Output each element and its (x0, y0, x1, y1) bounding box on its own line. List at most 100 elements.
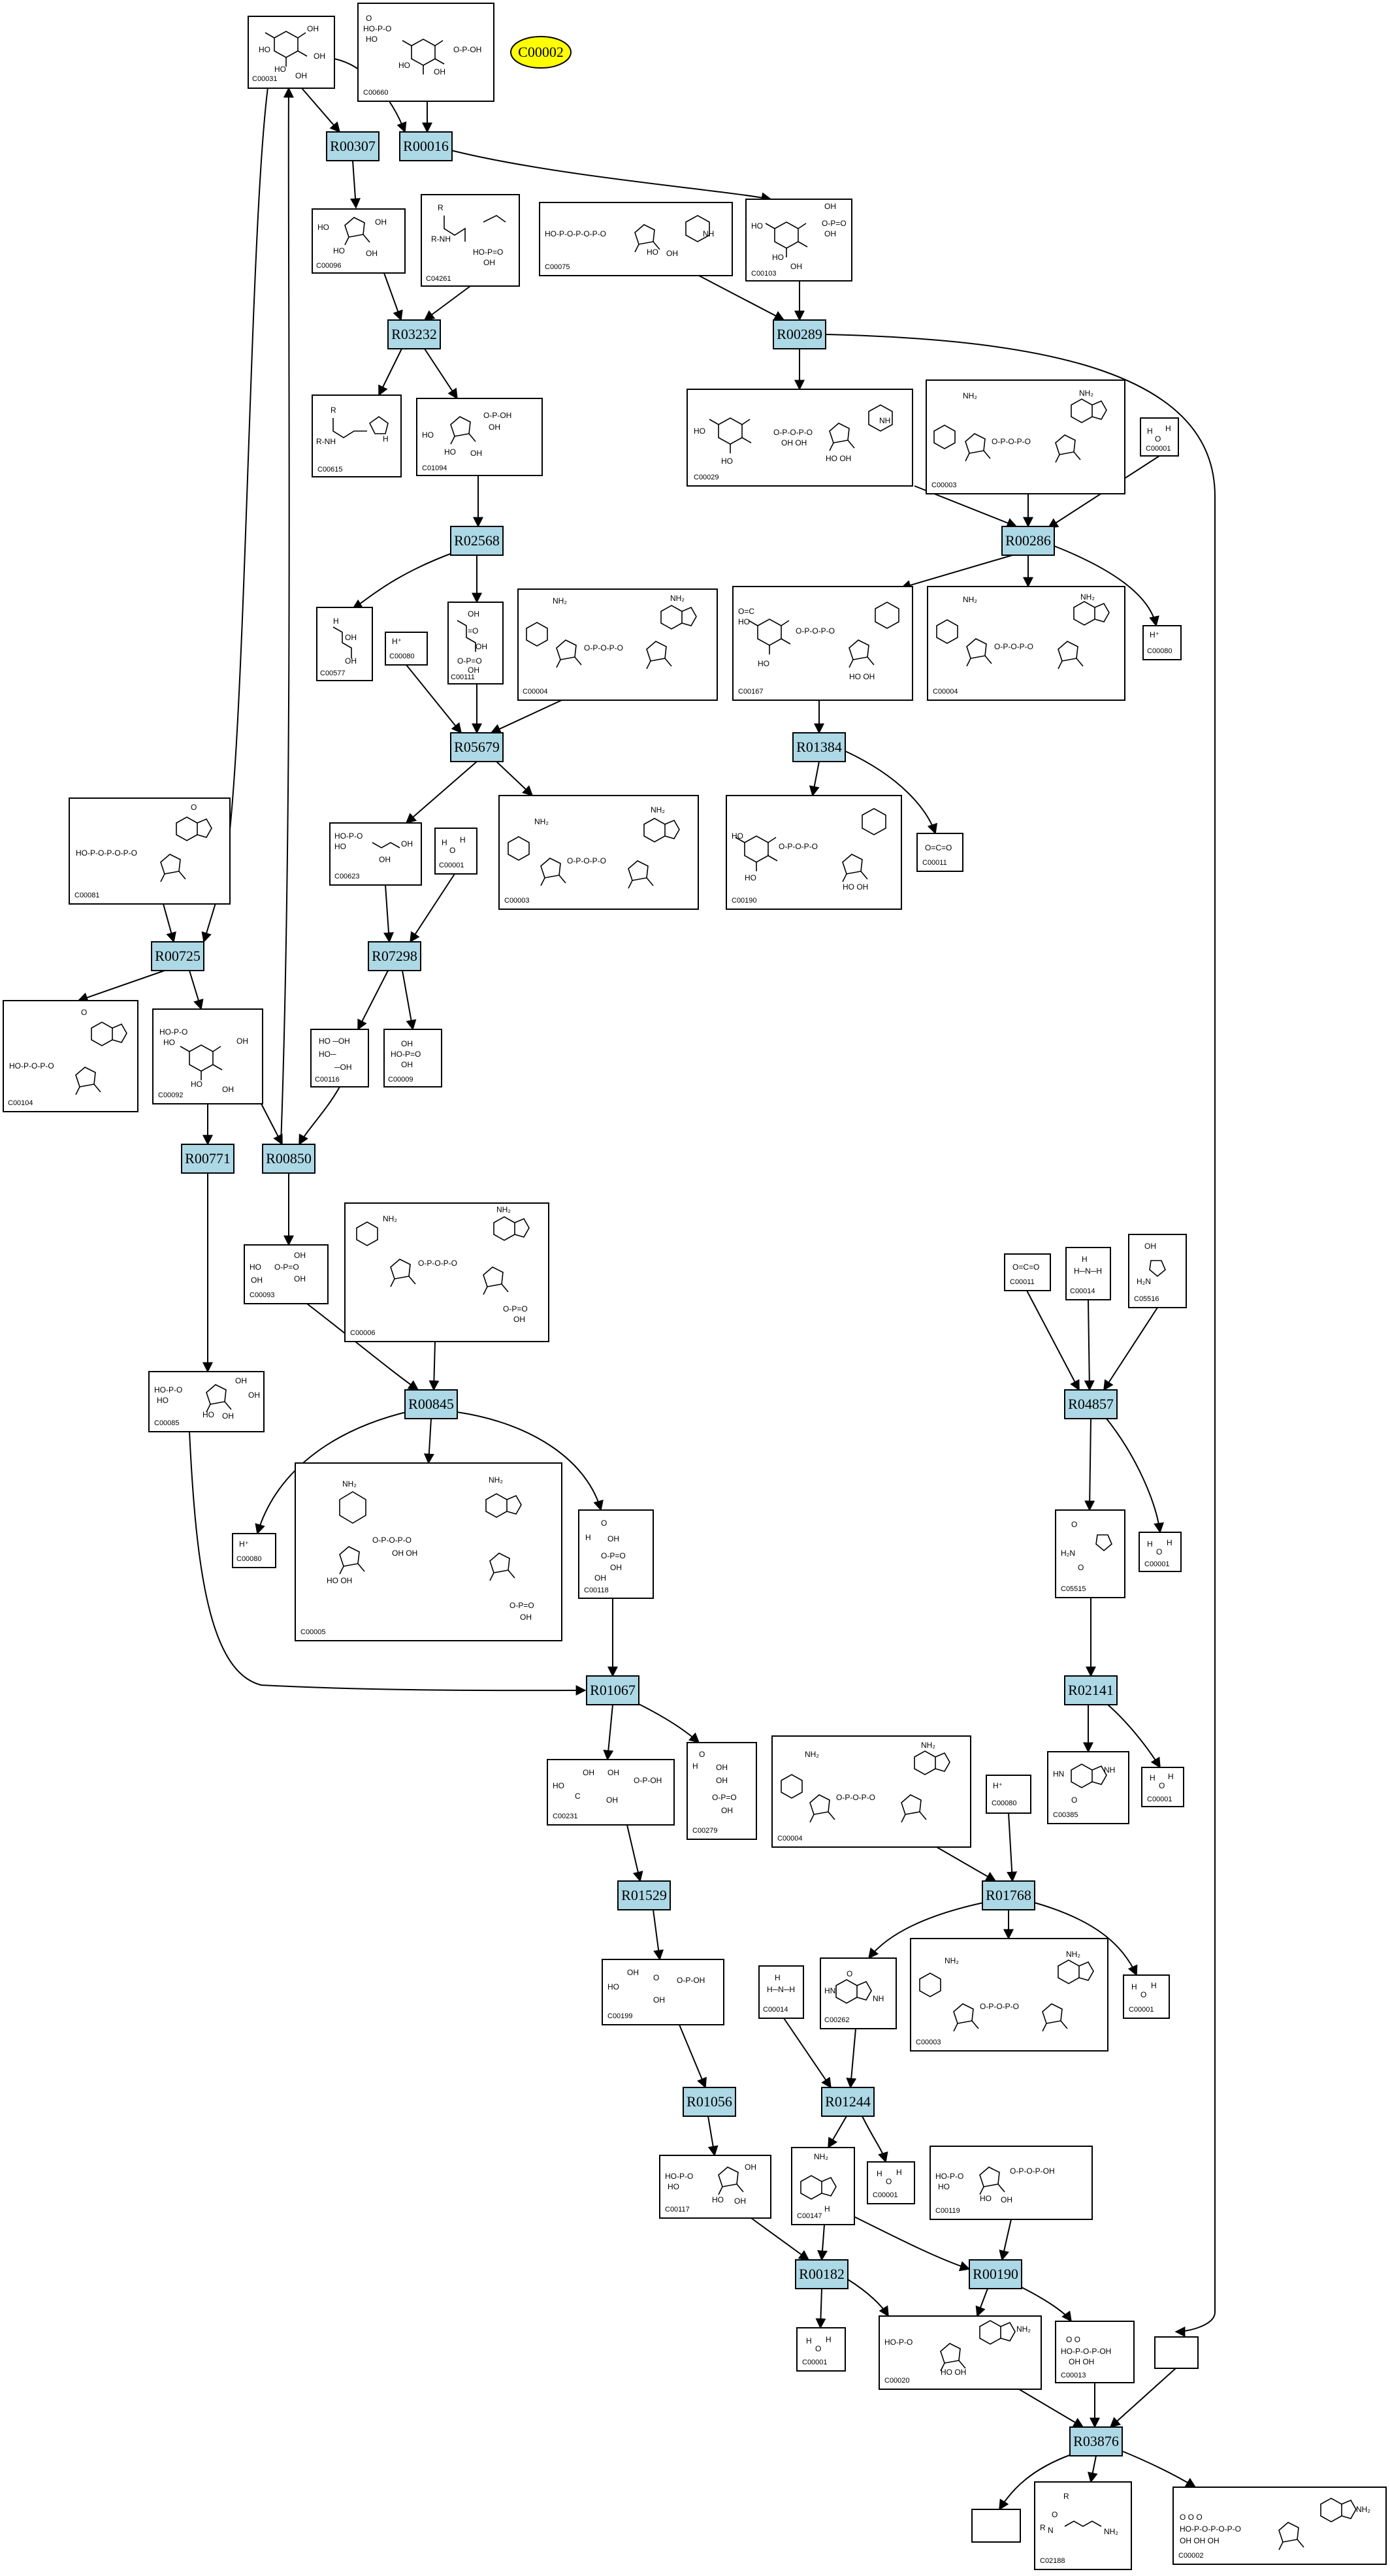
compound-C00001-d[interactable]: HOH C00001 (1141, 1767, 1184, 1807)
reaction-R00182[interactable]: R00182 (795, 2259, 849, 2289)
reaction-R00190[interactable]: R00190 (969, 2259, 1022, 2289)
reaction-R00016[interactable]: R00016 (399, 131, 453, 161)
compound-label: C00020 (884, 2377, 910, 2385)
compound-C00014-b[interactable]: HH─N─H C00014 (758, 1965, 804, 2019)
reaction-R04857[interactable]: R04857 (1064, 1389, 1118, 1419)
reaction-R05679[interactable]: R05679 (450, 732, 504, 762)
compound-C00002-bottom[interactable]: O O O HO-P-O-P-O-P-O OH OH OH NH₂ C00002 (1172, 2487, 1387, 2565)
svg-text:R00307: R00307 (330, 138, 376, 154)
reaction-R01067[interactable]: R01067 (586, 1675, 639, 1705)
svg-text:O-P-O-P-O: O-P-O-P-O (418, 1259, 457, 1268)
reaction-R00845[interactable]: R00845 (404, 1389, 458, 1419)
reaction-R02141[interactable]: R02141 (1064, 1675, 1118, 1705)
compound-C00014-a[interactable]: HH─N─H C00014 (1065, 1247, 1111, 1300)
reaction-R02568[interactable]: R02568 (450, 526, 504, 556)
compound-C00011-b[interactable]: O=C=O C00011 (1004, 1253, 1051, 1291)
compound-empty-b[interactable] (971, 2509, 1021, 2543)
compound-C00011-a[interactable]: O=C=O C00011 (916, 833, 963, 872)
compound-C00147[interactable]: NH₂ H C00147 (791, 2147, 855, 2225)
compound-C00005[interactable]: NH₂ O-P-O-P-O OH OH NH₂ O-P=OOH HO OH C0… (295, 1462, 562, 1641)
svg-text:HO-P-O: HO-P-O (884, 2338, 913, 2347)
compound-C00003-a[interactable]: NH₂ O-P-O-P-O NH₂ C00003 (926, 379, 1125, 494)
compound-C00006-b[interactable]: NH₂ O-P-O-P-O NH₂ O-P=OOH C00006 (344, 1202, 549, 1342)
reaction-R01384[interactable]: R01384 (792, 732, 846, 762)
title-node-C00002[interactable]: C00002 (510, 36, 572, 69)
svg-text:O: O (1140, 1990, 1146, 1999)
reaction-R07298[interactable]: R07298 (368, 941, 421, 971)
reaction-R00289[interactable]: R00289 (773, 319, 826, 349)
compound-C00001-b[interactable]: HOH C00001 (434, 828, 477, 875)
svg-text:R01056: R01056 (687, 2093, 732, 2110)
reaction-R00286[interactable]: R00286 (1001, 526, 1055, 556)
compound-C00080-d[interactable]: H⁺ C00080 (986, 1775, 1031, 1814)
compound-label: C00001 (802, 2359, 828, 2366)
compound-C00001-a[interactable]: HOH C00001 (1140, 417, 1179, 457)
compound-C00081[interactable]: HO-P-O-P-O-P-O O C00081 (69, 797, 231, 905)
compound-C00004-a[interactable]: NH₂ O-P-O-P-O NH₂ C00004 (517, 588, 718, 701)
compound-C00001-c[interactable]: HOH C00001 (1139, 1532, 1182, 1572)
reaction-R01529[interactable]: R01529 (617, 1880, 671, 1910)
reaction-R01056[interactable]: R01056 (683, 2087, 736, 2117)
reaction-R00307[interactable]: R00307 (326, 131, 380, 161)
compound-C00004-b[interactable]: NH₂ O-P-O-P-O NH₂ C00004 (771, 1735, 971, 1848)
reaction-R00725[interactable]: R00725 (151, 941, 204, 971)
compound-empty-a[interactable] (1154, 2336, 1199, 2369)
compound-C05516[interactable]: OH H₂N C05516 (1128, 1234, 1187, 1308)
compound-C00020[interactable]: HO-P-O NH₂ HO OH C00020 (879, 2315, 1042, 2390)
compound-C00001-f[interactable]: HOH C00001 (867, 2161, 915, 2204)
edge-arrow (679, 2024, 707, 2089)
compound-C00003-c[interactable]: NH₂ O-P-O-P-O NH₂ C00003 (910, 1938, 1108, 2052)
compound-C00001-e[interactable]: HOH C00001 (1123, 1974, 1170, 2019)
svg-text:O=C=O: O=C=O (1012, 1263, 1039, 1272)
reaction-R03876[interactable]: R03876 (1069, 2426, 1123, 2456)
svg-text:OH: OH (375, 217, 387, 227)
svg-text:HO-P-O: HO-P-O (935, 2172, 963, 2181)
reaction-R01244[interactable]: R01244 (821, 2087, 875, 2117)
compound-C00006-a[interactable]: NH₂ O-P-O-P-O NH₂ C00004 (927, 586, 1125, 701)
reaction-R00771[interactable]: R00771 (181, 1144, 234, 1174)
compound-C00001-g[interactable]: HOH C00001 (796, 2327, 846, 2372)
svg-text:O: O (601, 1519, 607, 1528)
compound-C00003-b[interactable]: NH₂ O-P-O-P-O NH₂ C00003 (498, 795, 699, 910)
compound-C00080-a[interactable]: H⁺ C00080 (385, 632, 428, 666)
reaction-R03232[interactable]: R03232 (387, 319, 441, 349)
reaction-R00850[interactable]: R00850 (262, 1144, 315, 1174)
compound-label: C00014 (1070, 1287, 1095, 1295)
svg-text:H: H (442, 838, 447, 847)
compound-C00104[interactable]: HO-P-O-P-O O C00104 (3, 1000, 138, 1112)
edge-arrow (815, 2288, 826, 2329)
reaction-R01768[interactable]: R01768 (982, 1880, 1035, 1910)
compound-C00080-b[interactable]: H⁺ C00080 (1142, 625, 1182, 660)
compound-C00080-c[interactable]: H⁺ C00080 (232, 1533, 276, 1568)
